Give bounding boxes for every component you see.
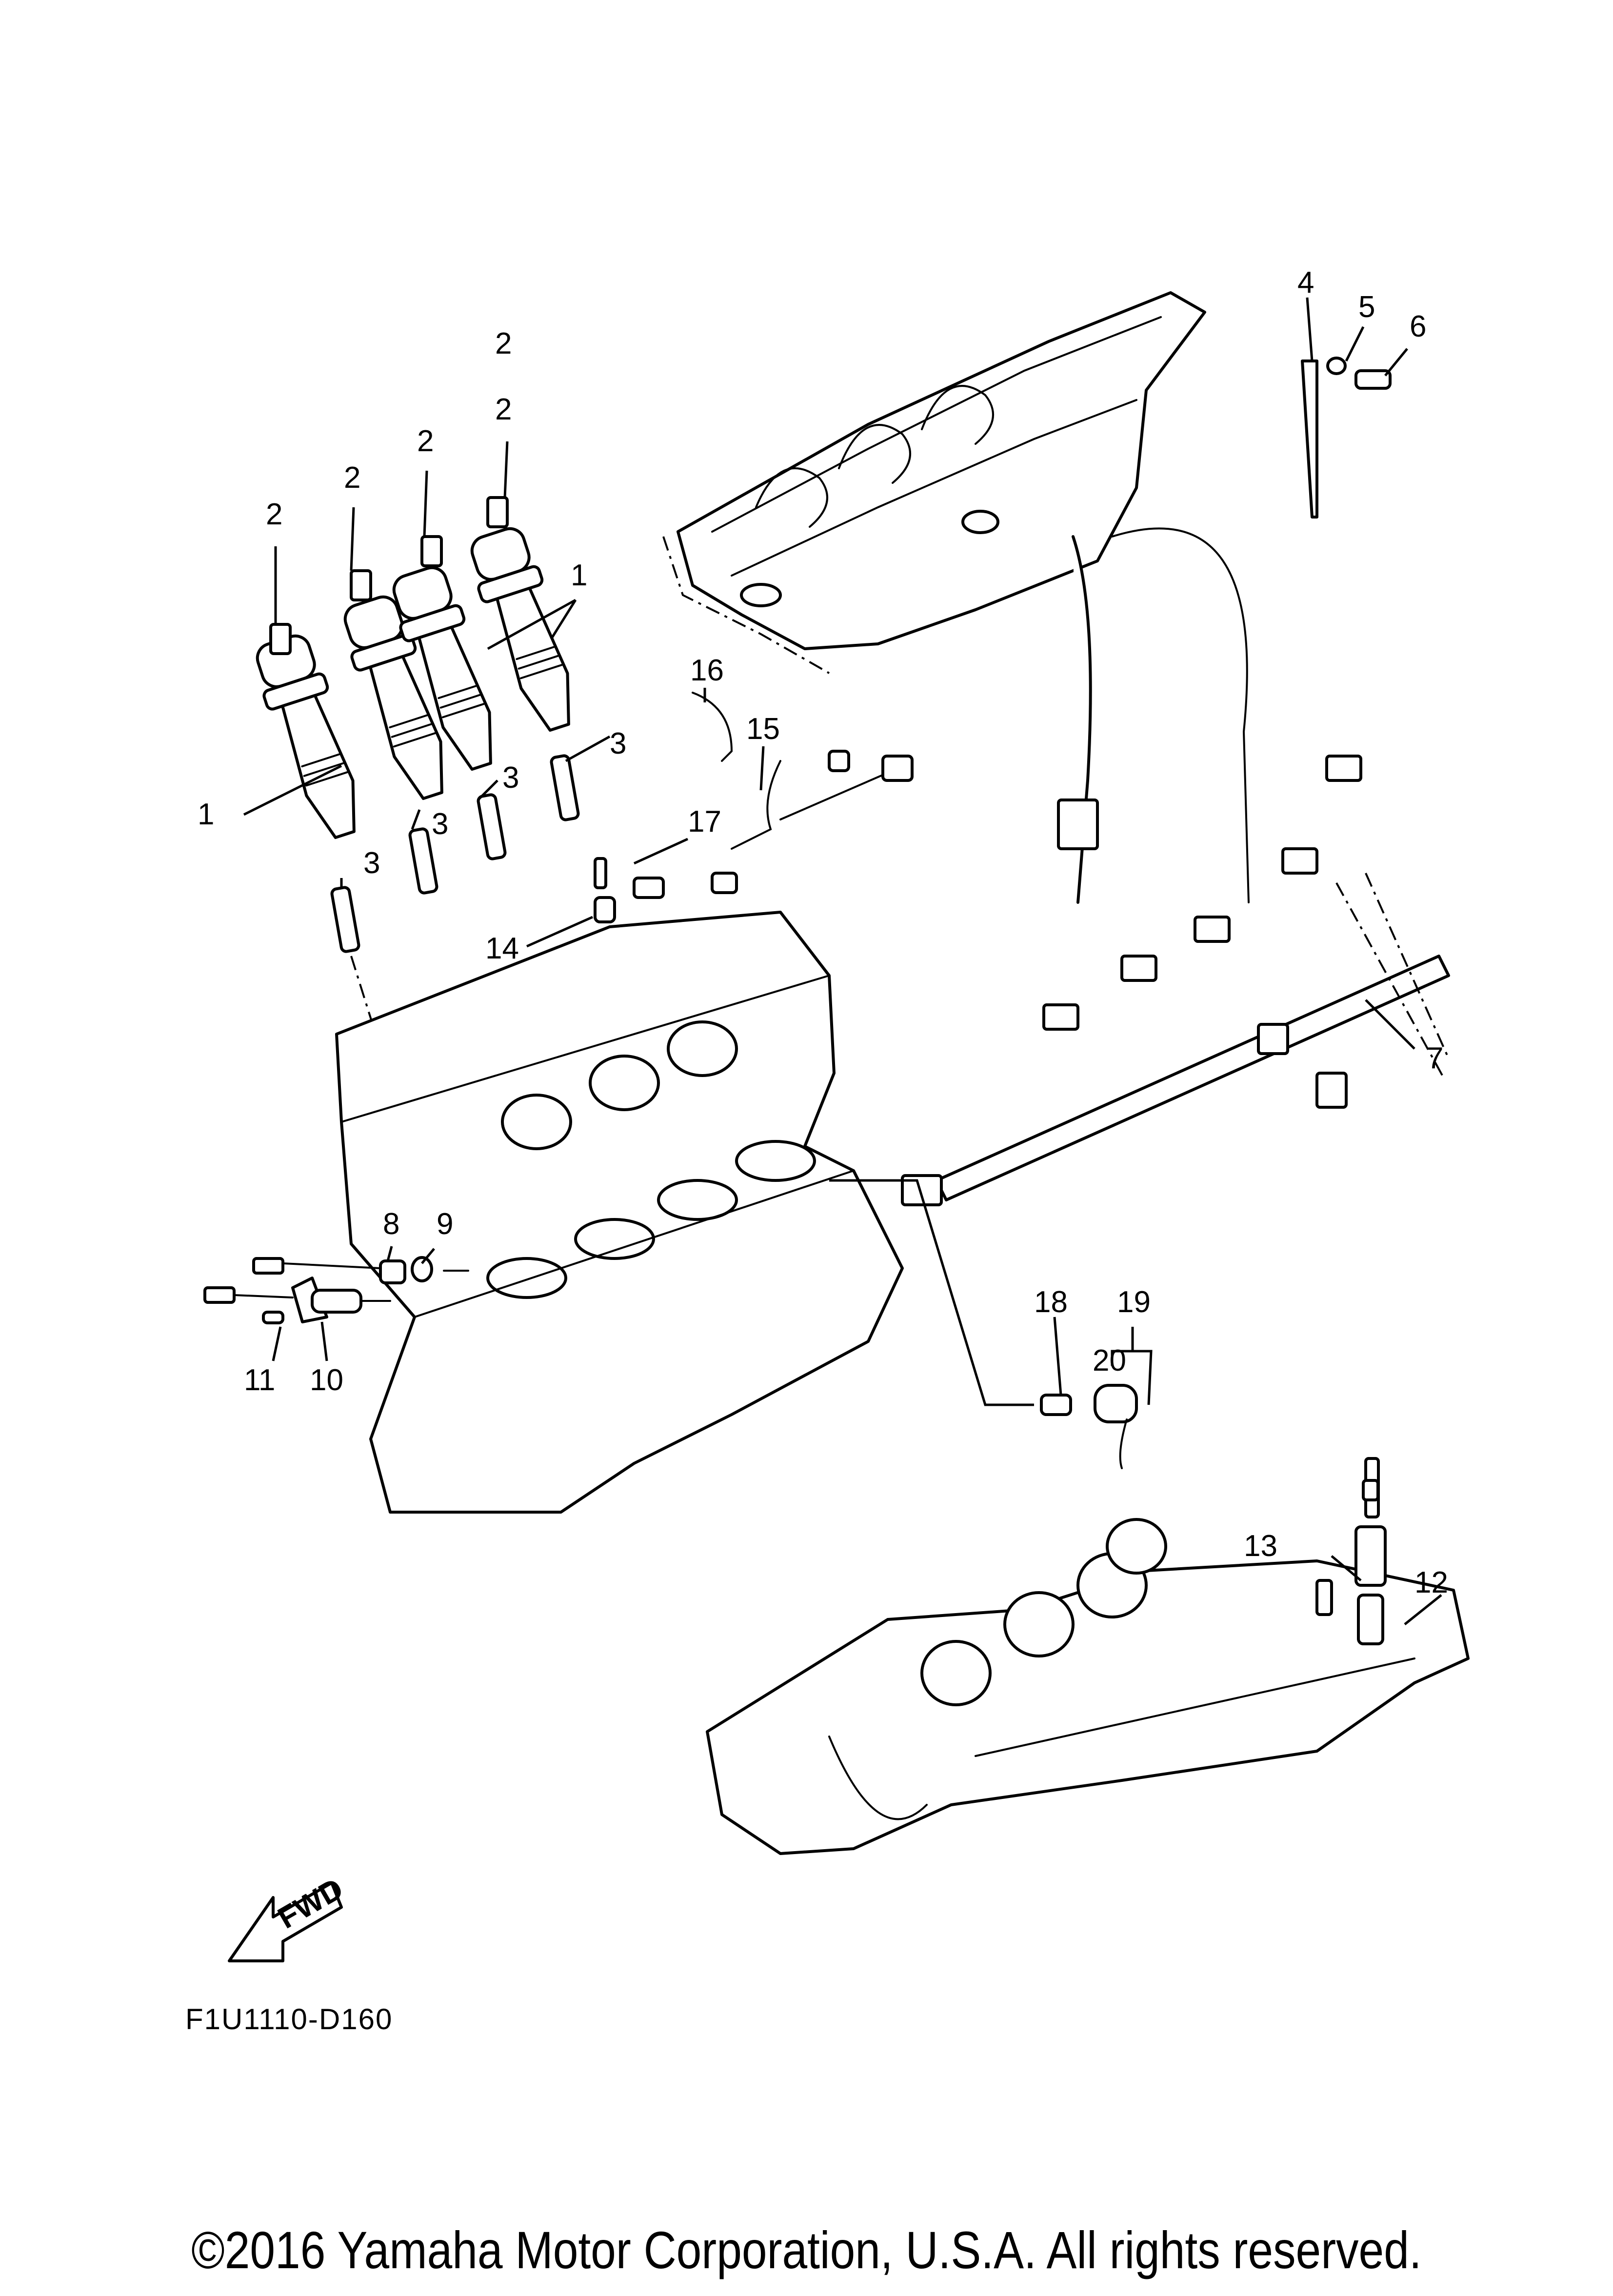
cylinder-head-drawing: [335, 911, 904, 1514]
callout-1: 1: [571, 559, 587, 592]
cam-sensor-drawing: [594, 692, 914, 923]
callout-5: 5: [1358, 290, 1375, 324]
callout-7: 7: [1427, 1041, 1443, 1075]
callout-13: 13: [1244, 1529, 1277, 1563]
spark-plugs-drawing: [330, 754, 580, 1127]
callout-8: 8: [383, 1207, 399, 1241]
callout-3: 3: [432, 807, 448, 841]
callout-16: 16: [690, 654, 724, 687]
callout-2: 2: [495, 393, 512, 426]
callout-14: 14: [485, 932, 519, 965]
cable-tie-drawing: [1301, 357, 1392, 519]
forward-direction-arrow: FWD: [228, 1872, 349, 1962]
callout-3: 3: [502, 761, 519, 795]
callout-3: 3: [610, 727, 626, 760]
callout-18: 18: [1034, 1285, 1068, 1319]
ignition-coils-drawing: [256, 527, 570, 839]
callout-labels: 1 1 2 2 2 2 2 3 3 3 3 3 4 5 6 7 8 9 10 1…: [198, 266, 1448, 1599]
coil-bolts-drawing: [269, 496, 509, 655]
callout-12: 12: [1414, 1566, 1448, 1599]
callout-4: 4: [1297, 266, 1314, 299]
pressure-sensors-drawing: [829, 1179, 1138, 1469]
callout-11: 11: [244, 1363, 275, 1397]
callout-17: 17: [688, 805, 721, 839]
callout-2: 2: [495, 327, 512, 360]
callout-1: 1: [198, 798, 214, 831]
wire-harness-drawing: [901, 527, 1450, 1206]
exhaust-manifold-drawing: [706, 1457, 1470, 1855]
intake-cover-drawing: [662, 291, 1206, 674]
callout-10: 10: [310, 1363, 343, 1397]
callout-19: 19: [1117, 1285, 1151, 1319]
sensors-drawing: [203, 1256, 469, 1324]
figure-code: F1U1110-D160: [185, 2003, 393, 2036]
callout-2: 2: [266, 498, 282, 531]
callout-2: 2: [344, 461, 360, 495]
callout-2: 2: [417, 424, 434, 458]
callout-9: 9: [437, 1207, 453, 1241]
callout-20: 20: [1093, 1344, 1126, 1378]
callout-15: 15: [746, 712, 780, 746]
callout-6: 6: [1410, 310, 1426, 343]
callout-3: 3: [363, 846, 380, 880]
copyright-notice: ©2016 Yamaha Motor Corporation, U.S.A. A…: [191, 2220, 1422, 2279]
leader-lines: [243, 297, 1442, 1625]
